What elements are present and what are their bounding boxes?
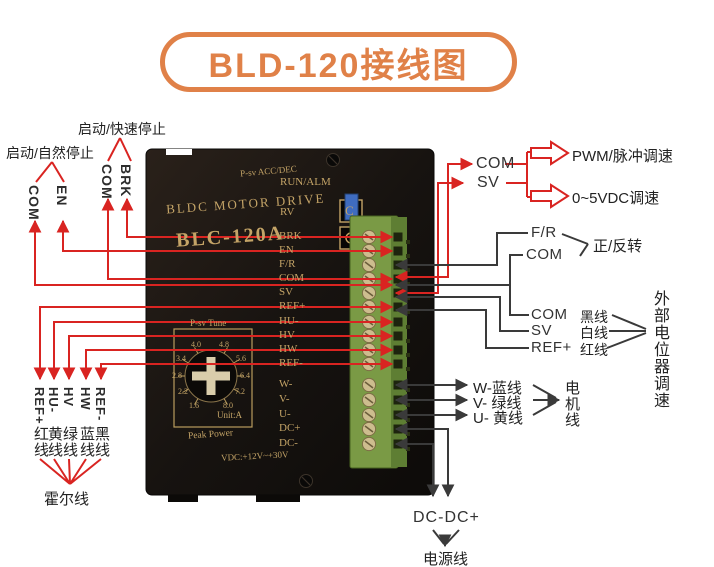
hall-wire-red: 红线	[32, 426, 49, 458]
motor-w-label: W-蓝线	[473, 380, 522, 397]
terminal-label-hu: HU-	[279, 315, 299, 327]
terminal-label-en: EN	[279, 244, 294, 256]
power-dc-label: DC-DC+	[413, 509, 480, 526]
hall-terminal-hw: HW	[78, 387, 93, 411]
hall-wire-black: 黑线	[93, 426, 110, 458]
hall-wire-blue: 蓝线	[78, 426, 95, 458]
terminal-label-sv: SV	[279, 286, 294, 298]
label-pwm-speed: PWM/脉冲调速	[572, 148, 673, 165]
label-external-potentiometer: 外部电位器调速	[651, 290, 668, 409]
terminal-label-hw: HW	[279, 343, 298, 355]
label-motor-wires: 电机线	[563, 380, 580, 428]
terminal-label-dcplus: DC+	[279, 422, 301, 434]
terminal-block	[344, 193, 410, 469]
hall-terminal-refminus: REF-	[93, 387, 108, 422]
black-wires	[394, 232, 647, 548]
hall-wire-green: 绿线	[61, 426, 78, 458]
wire-label-en: EN	[54, 185, 70, 207]
page-title: BLD-120接线图	[160, 32, 517, 92]
label-forward-reverse: 正/反转	[593, 238, 643, 255]
terminal-label-com: COM	[279, 272, 305, 284]
device-led-glyph: C	[345, 203, 354, 218]
label-analog-speed: 0~5VDC调速	[572, 190, 660, 207]
dial-value-40: 4.0	[191, 340, 201, 349]
dial-value-22: 2.2	[178, 387, 188, 396]
dial-value-48: 4.8	[219, 340, 229, 349]
pot-sv-terminal: SV	[531, 322, 553, 339]
wire-label-com-fast: COM	[99, 164, 115, 200]
label-hall-wires: 霍尔线	[44, 491, 90, 508]
dial-unit: Unit:A	[217, 410, 243, 420]
pot-com-terminal: COM	[531, 306, 568, 323]
pot-com-wire: 黑线	[580, 309, 608, 325]
dial-value-64: 6.4	[240, 371, 250, 380]
device-rv-label: RV	[280, 206, 295, 218]
speed-sv-label: SV	[477, 174, 500, 191]
terminal-label-dcminus: DC-	[279, 437, 298, 449]
hall-terminal-hu: HU-	[46, 387, 61, 414]
dial-value-56: 5.6	[236, 354, 246, 363]
label-start-natural-stop: 启动/自然停止	[6, 145, 94, 161]
device-run-alm-label: RUN/ALM	[280, 176, 331, 188]
terminal-label-hv: HV	[279, 329, 295, 341]
dial-title: P-sv Tune	[190, 318, 227, 328]
pot-sv-wire: 白线	[580, 325, 608, 341]
pot-ref-terminal: REF+	[531, 339, 572, 356]
motor-v-label: V- 绿线	[473, 395, 522, 412]
dial-value-28: 2.8	[172, 371, 182, 380]
wire-label-com-natural: COM	[26, 185, 42, 221]
wire-label-brk: BRK	[118, 164, 134, 198]
red-wires	[28, 137, 570, 485]
terminal-label-v: V-	[279, 393, 290, 405]
hall-wire-yellow: 黄线	[46, 426, 63, 458]
speed-com-label: COM	[476, 155, 515, 172]
terminal-label-fr: F/R	[279, 258, 296, 270]
terminal-label-u: U-	[279, 408, 291, 420]
direction-com-label: COM	[526, 246, 563, 263]
dial-value-72: 7.2	[235, 387, 245, 396]
hall-terminal-refplus: REF+	[32, 387, 47, 425]
label-start-fast-stop: 启动/快速停止	[78, 121, 166, 137]
motor-u-label: U- 黄线	[473, 410, 523, 427]
dial-value-80: 8.0	[223, 401, 233, 410]
terminal-label-w: W-	[279, 378, 293, 390]
terminal-label-brk: BRK	[279, 230, 302, 242]
direction-fr-label: F/R	[531, 224, 557, 241]
dial-value-34: 3.4	[176, 354, 186, 363]
pot-ref-wire: 红线	[580, 342, 608, 358]
label-power-wire: 电源线	[423, 551, 469, 567]
hall-terminal-hv: HV	[61, 387, 76, 408]
terminal-label-refminus: REF-	[279, 357, 303, 369]
terminal-label-refplus: REF+	[279, 300, 306, 312]
dial-value-16: 1.6	[189, 401, 199, 410]
